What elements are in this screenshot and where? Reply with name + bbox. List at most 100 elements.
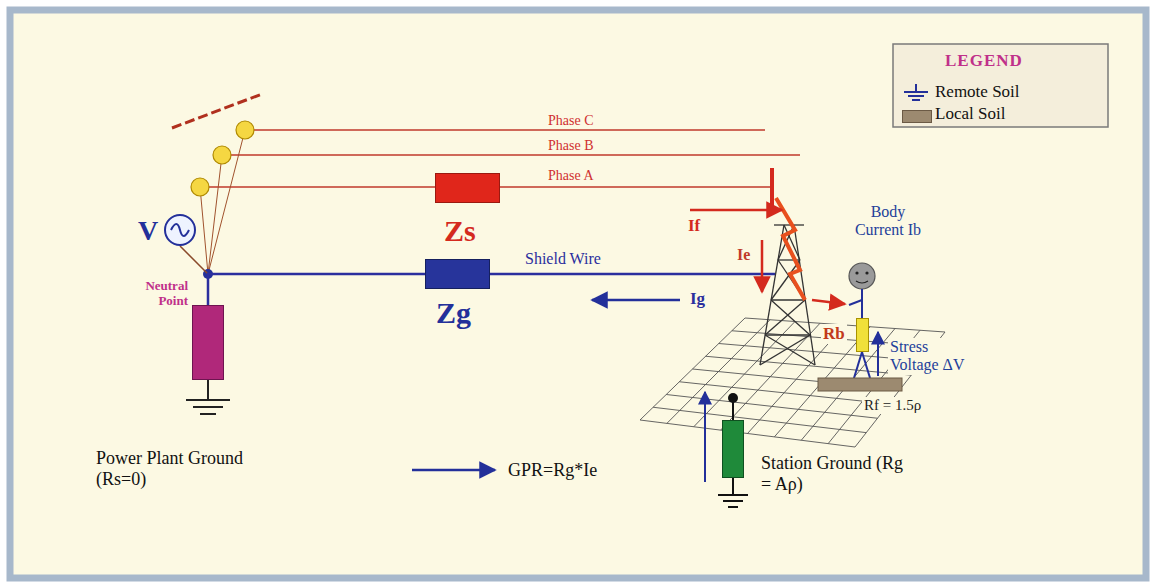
formula-label: GPR=Rg*Ie bbox=[508, 460, 597, 481]
legend-ground-symbol bbox=[915, 84, 917, 92]
ground-path-impedance: Zg bbox=[425, 259, 490, 289]
person-leg bbox=[854, 352, 862, 378]
node-label: Power Plant Ground (Rs=0) bbox=[96, 448, 271, 489]
legend-heading: LEGEND bbox=[945, 51, 1023, 71]
phase-label: Phase A bbox=[548, 168, 594, 184]
phase-label: Phase C bbox=[548, 113, 594, 129]
legend-box bbox=[893, 44, 1108, 127]
ground-bar bbox=[186, 399, 230, 401]
tower-brace bbox=[771, 300, 810, 335]
body-current-arrow bbox=[812, 300, 845, 304]
wire-connector bbox=[180, 246, 208, 305]
phase-source bbox=[191, 121, 254, 196]
tower-leg bbox=[794, 225, 815, 365]
node-label: Zg bbox=[436, 296, 471, 331]
phase-conductor bbox=[222, 154, 800, 156]
plant-ground-resistor: Power Plant Ground (Rs=0) bbox=[192, 305, 224, 380]
sine-symbol bbox=[171, 224, 189, 236]
station-ground-resistor: Station Ground (Rg = Aρ) bbox=[722, 420, 744, 478]
grid-connection-dot bbox=[728, 393, 738, 403]
phase-conductor bbox=[200, 130, 800, 187]
legend-box bbox=[893, 44, 1108, 127]
phase-lead bbox=[208, 155, 222, 274]
ground-bar bbox=[728, 506, 738, 508]
tower-brace bbox=[765, 300, 805, 335]
ground-lead bbox=[732, 478, 734, 495]
stress-voltage-arrow bbox=[877, 332, 879, 376]
grid-conductor bbox=[640, 420, 855, 447]
frame bbox=[10, 10, 1146, 578]
legend-ground-symbol bbox=[904, 91, 928, 93]
sine-symbol bbox=[166, 216, 194, 244]
person-eye bbox=[855, 271, 858, 274]
current-label: Ig bbox=[690, 289, 705, 309]
source-impedance: Zs bbox=[435, 173, 500, 203]
node-label: V bbox=[138, 215, 158, 247]
legend-ground-symbol bbox=[901, 83, 931, 105]
plant-ground-symbol bbox=[186, 380, 230, 414]
ground-bar bbox=[723, 500, 743, 502]
phase-conductor bbox=[245, 129, 765, 131]
grid-conductor bbox=[653, 407, 866, 432]
phase-source bbox=[191, 178, 209, 196]
ground-bar bbox=[718, 494, 748, 496]
person-arm bbox=[849, 300, 862, 305]
gpr-arrow bbox=[704, 392, 706, 482]
phase-lead bbox=[200, 187, 208, 274]
stress-voltage-label: Stress Voltage ΔV bbox=[888, 338, 978, 375]
resistance-label: Rf = 1.5ρ bbox=[862, 397, 923, 414]
voltage-source: V bbox=[164, 214, 196, 246]
person-eye bbox=[865, 271, 868, 274]
line-end-bar bbox=[770, 168, 774, 206]
current-label: If bbox=[688, 216, 700, 236]
station-ground-symbol bbox=[718, 398, 748, 507]
earth-current-arrow bbox=[761, 240, 764, 292]
tower-brace bbox=[771, 299, 805, 300]
shield-wire bbox=[490, 273, 775, 276]
current-label: Ie bbox=[737, 246, 750, 264]
tower-brace bbox=[760, 335, 810, 365]
phase-lead bbox=[200, 130, 245, 274]
wire-label: Shield Wire bbox=[525, 250, 601, 268]
legend-swatch bbox=[902, 110, 932, 123]
phase-source bbox=[236, 121, 254, 139]
body-resistor: Rb bbox=[856, 318, 869, 352]
ground-bar bbox=[200, 413, 216, 415]
fault-current-arrow bbox=[690, 209, 782, 212]
ground-bar bbox=[193, 406, 223, 408]
ground-lead bbox=[207, 380, 209, 400]
pointer-arrow bbox=[412, 469, 495, 472]
legend-text: Remote Soil bbox=[935, 82, 1020, 102]
person-body bbox=[861, 289, 863, 318]
shield-current-arrow bbox=[592, 299, 680, 302]
fault-arc bbox=[776, 198, 805, 300]
phase-lead bbox=[208, 130, 245, 274]
person-mouth bbox=[856, 281, 868, 283]
person-figure bbox=[849, 263, 875, 378]
tower-crossarm bbox=[774, 224, 804, 225]
node-label: Station Ground (Rg = Aρ) bbox=[759, 453, 913, 494]
wire-connector bbox=[208, 274, 425, 305]
node-label: Zs bbox=[444, 214, 476, 249]
grid-conductor bbox=[666, 395, 877, 419]
local-soil-plate bbox=[818, 378, 902, 391]
body-current-label: Body Current Ib bbox=[846, 203, 930, 240]
phase-source bbox=[213, 146, 231, 164]
neutral-label: Neutral Point bbox=[122, 279, 188, 309]
legend-ground-symbol bbox=[908, 95, 924, 97]
tower-brace bbox=[765, 335, 815, 365]
ground-grid bbox=[640, 318, 945, 447]
phase-label: Phase B bbox=[548, 138, 594, 154]
tower-brace bbox=[765, 334, 810, 335]
phase-conductor bbox=[200, 186, 770, 188]
node-label: Rb bbox=[821, 324, 847, 344]
legend-ground-symbol bbox=[912, 99, 920, 101]
legend-text: Local Soil bbox=[935, 104, 1005, 124]
